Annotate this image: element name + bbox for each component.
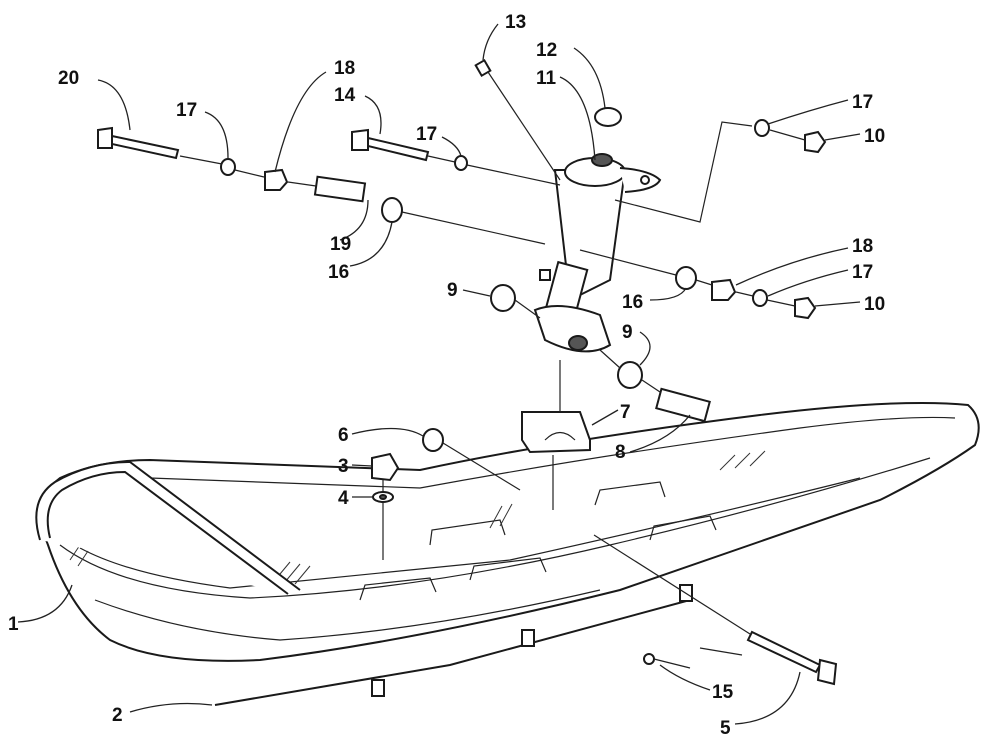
callout-8: 8	[615, 442, 626, 463]
callout-2: 2	[112, 705, 123, 726]
callout-11: 11	[536, 68, 557, 89]
callout-9-right: 9	[622, 322, 633, 343]
callout-17-left: 17	[176, 100, 197, 121]
callout-3: 3	[338, 456, 349, 477]
callout-12: 12	[536, 40, 557, 61]
spindle-cap	[594, 107, 622, 127]
callout-18-right: 18	[852, 236, 873, 257]
callout-10-lower: 10	[864, 294, 885, 315]
callout-13: 13	[505, 12, 526, 33]
callout-16-left: 16	[328, 262, 349, 283]
bolt-5	[746, 630, 838, 686]
callout-9-left: 9	[447, 280, 458, 301]
callout-5: 5	[720, 718, 731, 739]
callout-17-mid: 17	[416, 124, 437, 145]
nut-10-upper	[804, 130, 827, 154]
sleeve-8	[655, 387, 711, 423]
spindle-assembly	[533, 153, 662, 353]
callout-19: 19	[330, 234, 351, 255]
bushing-16-left	[381, 197, 403, 223]
ski-handle-loop	[35, 460, 301, 595]
callout-16-right: 16	[622, 292, 643, 313]
nut-10-lower	[794, 296, 817, 320]
nut-3	[371, 452, 400, 482]
callout-10-upper: 10	[864, 126, 885, 147]
callout-6: 6	[338, 425, 349, 446]
callout-17-upper-right: 17	[852, 92, 873, 113]
nut-18-left	[264, 168, 289, 191]
callout-14: 14	[334, 85, 356, 106]
callout-7: 7	[620, 402, 631, 423]
callout-18-left: 18	[334, 58, 355, 79]
bushing-6	[422, 428, 444, 452]
callout-20: 20	[58, 68, 79, 89]
leader-lines	[17, 23, 861, 725]
sleeve-19	[313, 175, 367, 203]
assembly-guides	[179, 121, 806, 656]
washer-4	[372, 491, 394, 503]
callout-17-lower-right: 17	[852, 262, 873, 283]
nut-18-right	[711, 278, 737, 301]
washer-17-lower-right	[752, 289, 768, 307]
washer-17-upper-right	[754, 119, 770, 137]
saddle-7	[521, 411, 591, 454]
callout-4: 4	[338, 488, 349, 509]
bushing-9-left	[490, 284, 516, 312]
grease-fitting	[474, 58, 561, 181]
bolt-20	[97, 126, 180, 160]
bolt-14	[351, 128, 430, 162]
washer-17-mid	[454, 155, 468, 171]
bushing-16-right	[675, 266, 697, 290]
washer-17-left	[220, 158, 236, 176]
callout-labels: 1 2 3 4 5 6 7 8 9 9 10 10 11 12 13 14 15…	[8, 12, 885, 739]
bushing-9-right	[617, 361, 643, 389]
cotter-pin-15	[643, 653, 691, 669]
callout-15: 15	[712, 682, 734, 703]
callout-1: 1	[8, 614, 19, 635]
